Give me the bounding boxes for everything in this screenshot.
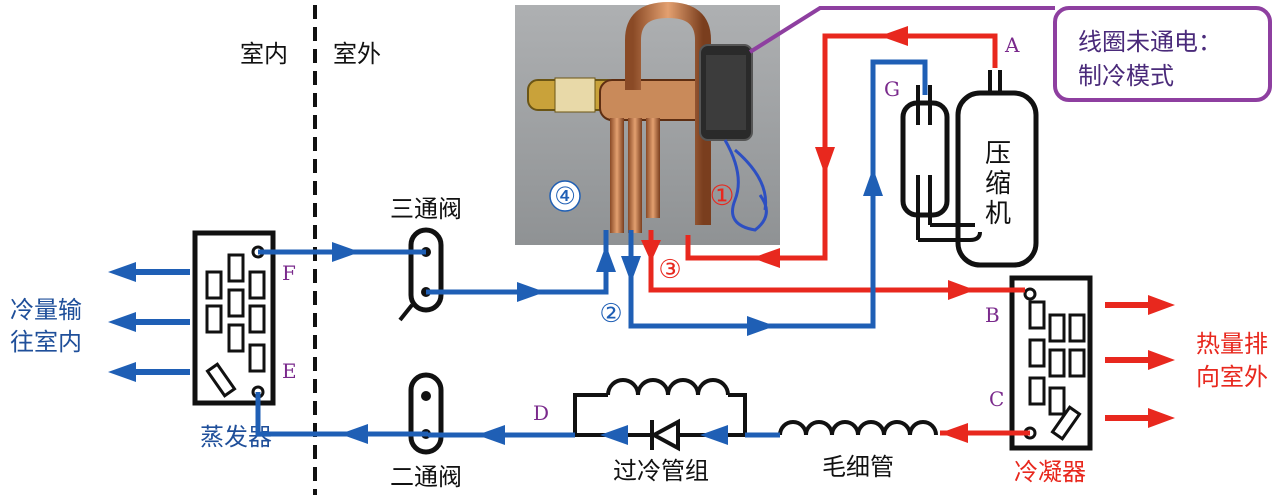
capillary-label: 毛细管 xyxy=(822,453,894,481)
port-2-label: ② xyxy=(599,299,622,329)
callout-line-2: 制冷模式 xyxy=(1078,62,1174,90)
cold-flow-label-2: 往室内 xyxy=(10,328,82,356)
hot-gas-arrows xyxy=(641,26,975,443)
two-way-valve-label: 二通阀 xyxy=(390,463,462,491)
port-4-label: ④ xyxy=(554,182,576,210)
three-way-valve xyxy=(398,227,444,322)
subcooling-group xyxy=(573,378,780,452)
port-letter-g: G xyxy=(884,77,900,101)
port-1-label: ① xyxy=(709,179,734,212)
cold-flow-label-1: 冷量输 xyxy=(10,296,82,324)
condenser-label: 冷凝器 xyxy=(1014,458,1086,486)
compressor-label-2: 缩 xyxy=(985,169,1011,199)
compressor-label-1: 压 xyxy=(985,139,1011,169)
cold-out-arrows xyxy=(108,262,190,382)
callout-line-1: 线圈未通电： xyxy=(1078,28,1222,56)
port-letter-d: D xyxy=(533,401,549,425)
two-way-valve xyxy=(408,372,444,455)
callout-box xyxy=(1053,6,1272,102)
port-letter-e: E xyxy=(282,359,297,383)
heat-flow-label-2: 向室外 xyxy=(1196,363,1268,391)
capillary-coil xyxy=(778,420,938,436)
port-letter-f: F xyxy=(282,261,296,285)
evaporator-label: 蒸发器 xyxy=(200,423,272,451)
condenser xyxy=(1009,275,1093,451)
callout-leader xyxy=(748,6,1055,54)
heat-flow-label-1: 热量排 xyxy=(1196,330,1268,358)
port-letter-c: C xyxy=(989,387,1004,411)
port-3-label: ③ xyxy=(658,255,681,285)
subcooling-group-label: 过冷管组 xyxy=(613,457,709,485)
accumulator xyxy=(900,85,982,242)
three-way-valve-label: 三通阀 xyxy=(390,195,462,223)
compressor-label-3: 机 xyxy=(985,199,1011,229)
port-letter-b: B xyxy=(985,303,1000,327)
four-way-valve-photo xyxy=(515,1,780,245)
compressor xyxy=(955,70,1039,268)
heat-out-arrows xyxy=(1105,295,1175,428)
evaporator xyxy=(192,230,276,406)
outdoor-label: 室外 xyxy=(333,40,381,68)
port-4-badge xyxy=(549,180,581,212)
cold-arrows xyxy=(332,168,883,445)
indoor-label: 室内 xyxy=(240,40,288,68)
port-letter-a: A xyxy=(1004,33,1020,57)
